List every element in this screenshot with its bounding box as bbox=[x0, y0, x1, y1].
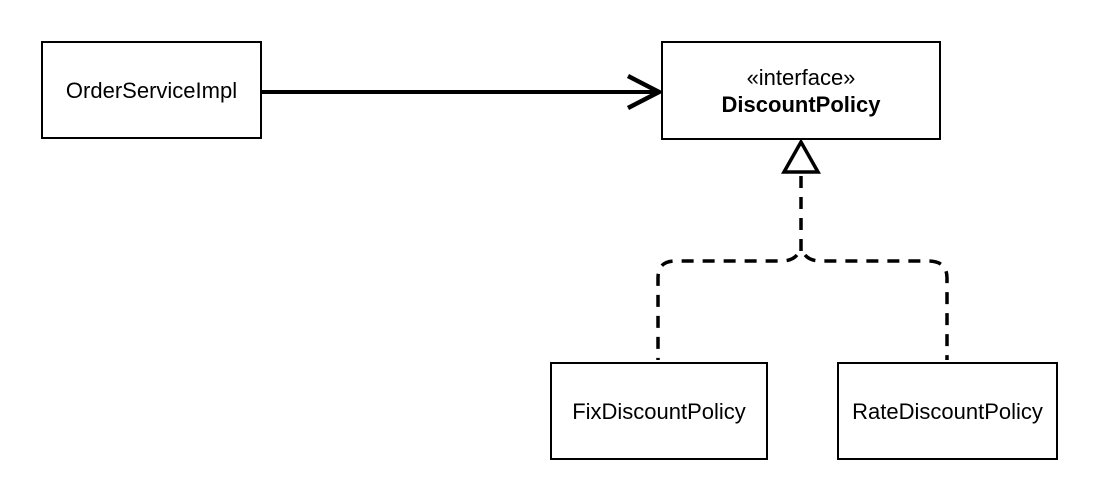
hollow-triangle-arrowhead-icon bbox=[780, 138, 822, 174]
realization-edge-ratediscountpolicy bbox=[803, 253, 949, 360]
node-fix-discount-policy: FixDiscountPolicy bbox=[550, 362, 768, 460]
dependency-arrow-orderservice-to-discountpolicy bbox=[262, 74, 664, 110]
interface-stereotype-label: «interface» bbox=[746, 64, 856, 90]
realization-edge-fixdiscountpolicy bbox=[656, 253, 799, 360]
node-label: RateDiscountPolicy bbox=[852, 398, 1043, 424]
node-label: OrderServiceImpl bbox=[65, 77, 238, 103]
node-order-service-impl: OrderServiceImpl bbox=[41, 41, 262, 139]
node-label: FixDiscountPolicy bbox=[572, 398, 746, 424]
open-arrowhead-icon bbox=[626, 74, 664, 110]
node-rate-discount-policy: RateDiscountPolicy bbox=[837, 362, 1058, 460]
node-label: DiscountPolicy bbox=[721, 91, 881, 117]
node-discount-policy-interface: «interface» DiscountPolicy bbox=[661, 41, 941, 140]
